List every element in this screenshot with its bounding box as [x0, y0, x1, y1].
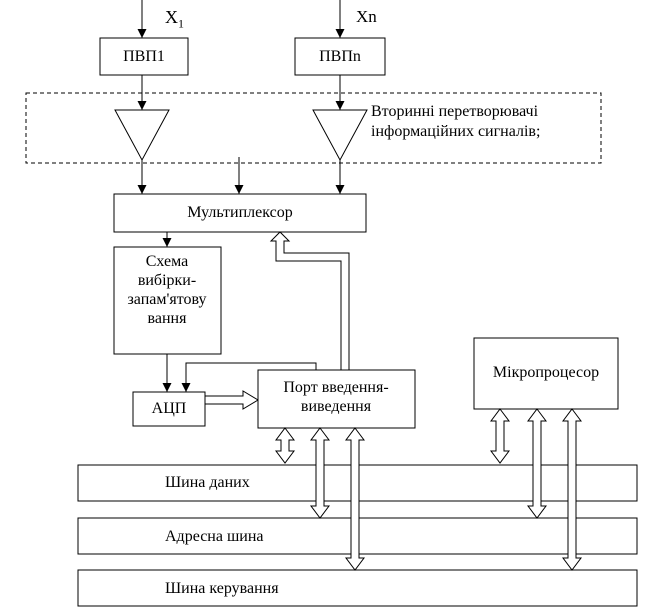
address-bus-label: Адресна шина	[165, 528, 264, 545]
sample-hold-block	[113, 246, 222, 355]
io-port-label: Порт введення- виведення	[283, 379, 389, 415]
pvp1-label: ПВП1	[123, 48, 165, 65]
arrow-port-to-control-bus	[345, 427, 365, 571]
arrow-cpu-to-control-bus	[562, 408, 582, 571]
microprocessor-block	[473, 337, 619, 410]
secondary-converters-label-line2: інформаційних сигналів;	[371, 123, 541, 140]
arrow-adc-to-port	[204, 390, 259, 410]
amplifier-triangle-1	[114, 109, 170, 162]
data-bus-label: Шина даних	[165, 474, 250, 491]
adc-block	[132, 391, 206, 427]
control-bus	[77, 569, 638, 607]
pvpn-label: ПВПn	[319, 48, 361, 65]
input-xn-label: Xn	[356, 7, 377, 26]
adc-label: АЦП	[151, 400, 187, 417]
multiplexer-label: Мультиплексор	[187, 204, 293, 221]
secondary-converters-group	[25, 92, 602, 164]
io-port-block	[257, 369, 416, 429]
control-bus-label: Шина керування	[165, 580, 279, 597]
sample-hold-label: Схема вибірки- запам'ятову вання	[127, 253, 207, 327]
arrow-port-data-bus-connector	[275, 427, 295, 464]
arrow-cpu-to-address-bus	[527, 408, 547, 519]
microprocessor-label: Мікропроцесор	[492, 364, 600, 381]
multiplexer-block	[113, 193, 367, 233]
pvpn-block	[294, 37, 386, 76]
arrow-cpu-to-data-bus	[490, 408, 510, 464]
input-x1-label: X1	[165, 7, 184, 31]
pvp1-block	[99, 37, 189, 76]
secondary-converters-label-line1: Вторинні перетворювачі	[371, 103, 539, 120]
arrow-port-to-adc-control	[181, 362, 317, 392]
amplifier-triangle-n	[312, 109, 368, 162]
arrow-port-to-mux	[269, 231, 350, 371]
arrow-port-to-address-bus	[310, 427, 330, 519]
